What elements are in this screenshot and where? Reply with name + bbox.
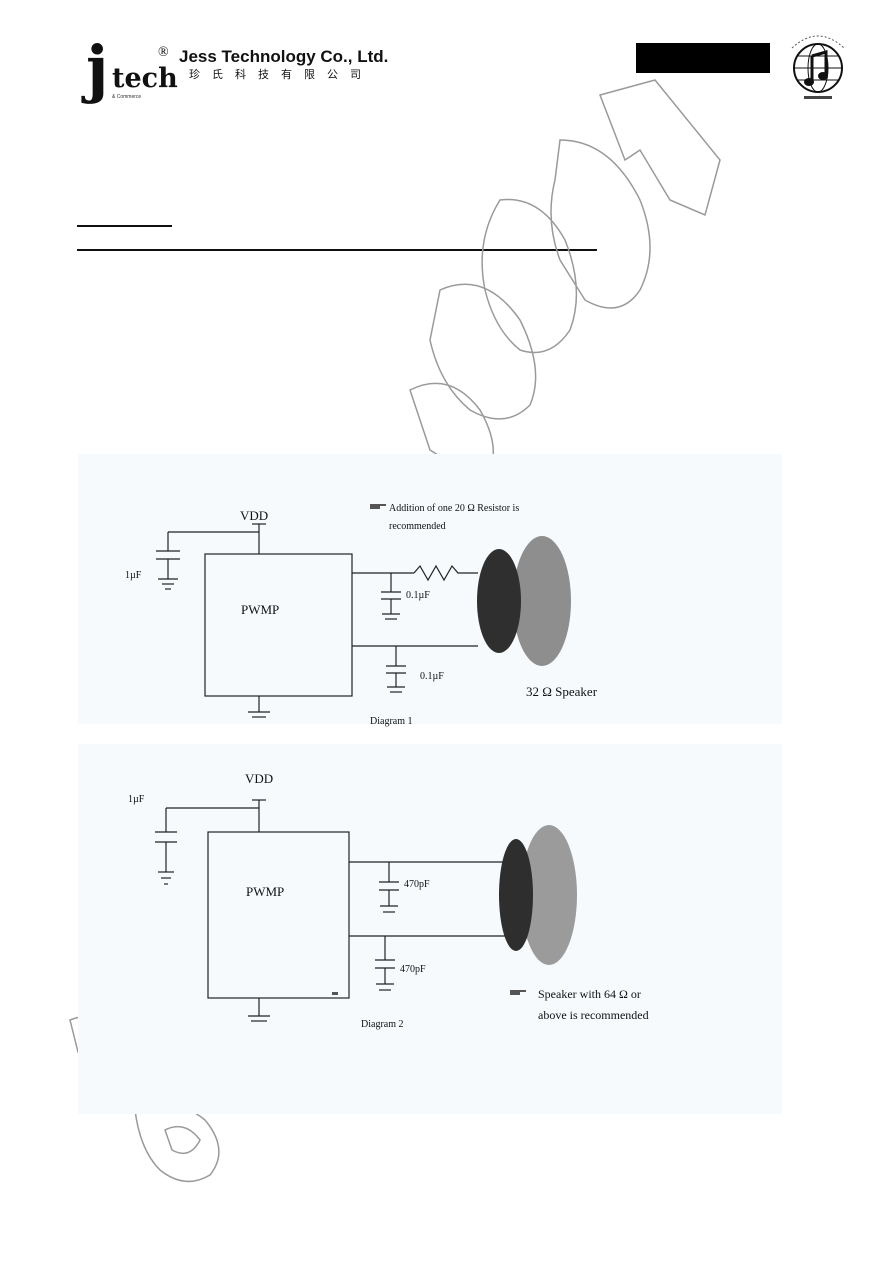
diagram2-caption: Diagram 2 — [361, 1019, 404, 1030]
diagram2-chip-label: PWMP — [246, 884, 285, 899]
pointing-hand-icon — [370, 504, 386, 509]
diagram1-chip-label: PWMP — [241, 602, 280, 617]
diagram1-cap-bottom-label: 0.1µF — [420, 671, 444, 682]
diagram1-note-line2: recommended — [389, 521, 446, 532]
diagram2-speaker-cone — [521, 825, 577, 965]
schematics — [155, 504, 577, 1022]
pointing-hand-icon — [510, 990, 526, 995]
diagram1-speaker-magnet — [477, 549, 521, 653]
diagram2-cap-top-label: 470pF — [404, 879, 430, 890]
company-name-chinese: 珍氏科技有限公司 — [189, 68, 373, 81]
diagram1-cap-top-label: 0.1µF — [406, 590, 430, 601]
diagram2-speaker-magnet — [499, 839, 533, 951]
diagram2-note-line2: above is recommended — [538, 1008, 649, 1022]
logo-registered-mark: ® — [158, 45, 169, 60]
diagram1-chip-box — [204, 553, 353, 697]
logo-subtext: & Commerce — [112, 94, 142, 100]
diagram2-note-line1: Speaker with 64 Ω or — [538, 987, 641, 1001]
diagram2-cap-main-label: 1µF — [128, 794, 145, 805]
diagram1-speaker-cone — [513, 536, 571, 666]
heading-underline-short — [77, 225, 172, 227]
diagram2-chip-box — [207, 831, 350, 999]
heading-underline-long — [77, 249, 597, 251]
diagram1-panel — [78, 454, 782, 724]
logo-word: tech — [112, 63, 178, 94]
diagram1-note-line1: Addition of one 20 Ω Resistor is — [389, 503, 520, 514]
diagram1-speaker-label: 32 Ω Speaker — [526, 684, 598, 699]
company-name-english: Jess Technology Co., Ltd. — [179, 47, 389, 66]
diagram1-cap-main-label: 1µF — [125, 570, 142, 581]
green-voice-globe-logo — [791, 35, 845, 99]
logo-letter: j — [86, 32, 109, 105]
diagram1-vdd-label: VDD — [240, 508, 269, 523]
diagram2-vdd-label: VDD — [245, 771, 274, 786]
redaction-box — [636, 43, 770, 73]
diagram2-panel — [78, 744, 782, 1114]
diagram1-caption: Diagram 1 — [370, 716, 413, 727]
diagram2-cap-bottom-label: 470pF — [400, 964, 426, 975]
